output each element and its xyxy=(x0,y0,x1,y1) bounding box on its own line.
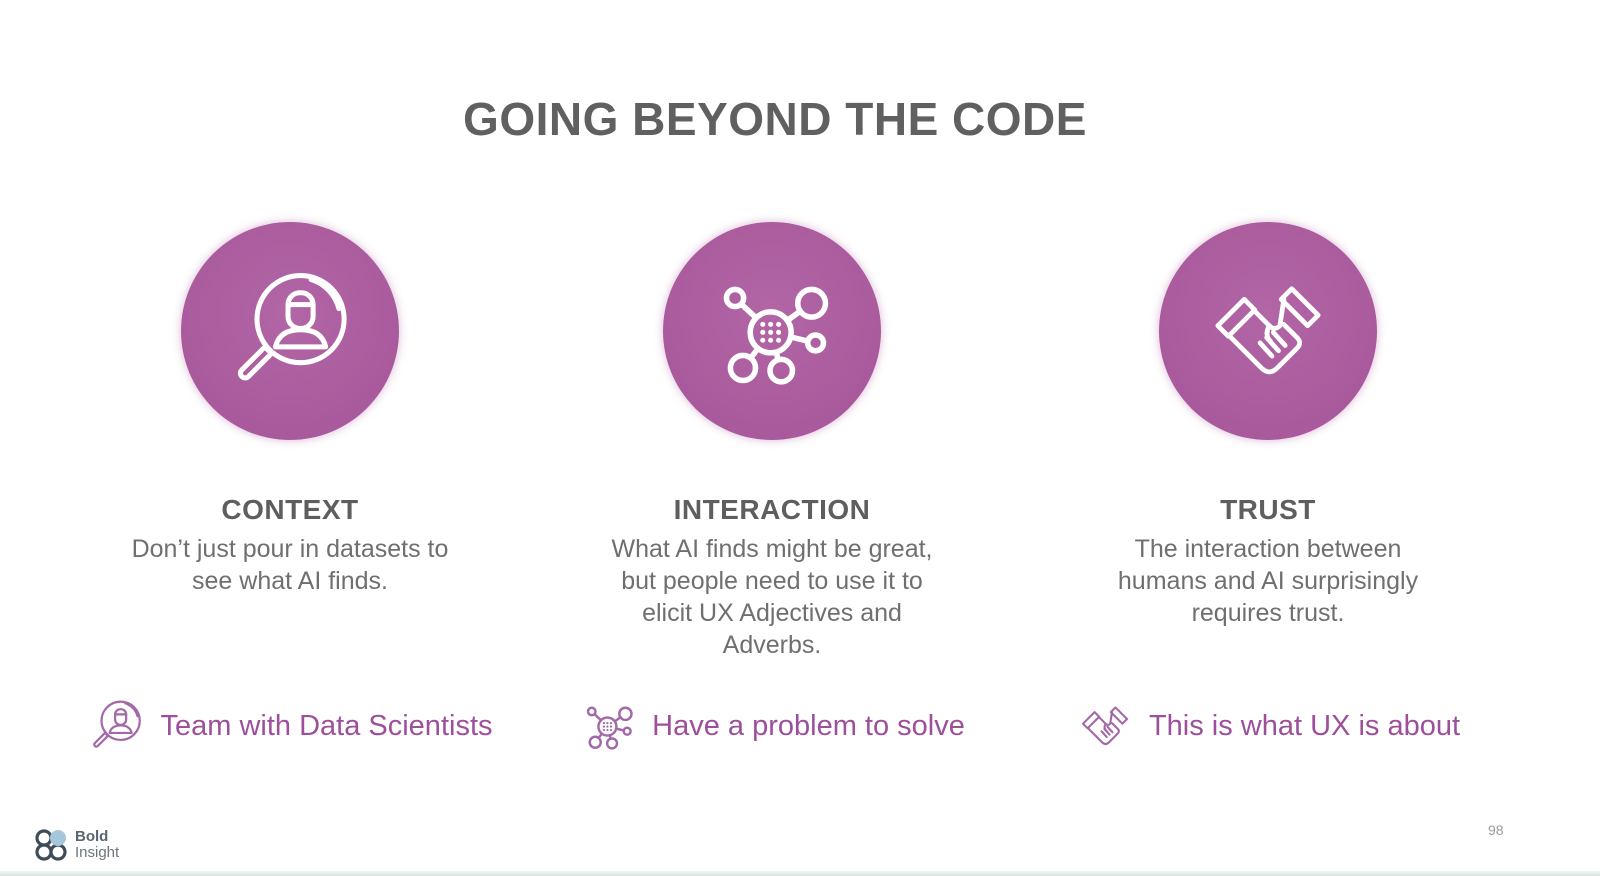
logo-text-line2: Insight xyxy=(75,844,120,861)
description-line: but people need to use it to xyxy=(621,567,923,595)
interaction-circle-badge xyxy=(663,222,881,440)
person-search-icon xyxy=(224,265,356,397)
column-heading: TRUST xyxy=(1220,494,1316,525)
column-context: CONTEXT Don’t just pour in datasets to s… xyxy=(60,222,520,597)
column-heading: CONTEXT xyxy=(221,494,359,525)
footnote-context: Team with Data Scientists xyxy=(60,693,520,759)
description-line: Don’t just pour in datasets to xyxy=(131,535,449,563)
footnote-label: This is what UX is about xyxy=(1148,709,1461,742)
page-number: 98 xyxy=(1488,822,1504,838)
description-line: requires trust. xyxy=(1191,599,1345,627)
column-interaction: INTERACTION What AI finds might be great… xyxy=(542,222,1002,661)
description-line: Adverbs. xyxy=(722,631,822,659)
context-circle-badge xyxy=(181,222,399,440)
column-description: Don’t just pour in datasets to see what … xyxy=(132,533,449,597)
description-line: elicit UX Adjectives and xyxy=(642,599,902,627)
bold-insight-logo-mark xyxy=(35,829,67,861)
logo-text-line1: Bold xyxy=(75,828,109,845)
column-description: The interaction between humans and AI su… xyxy=(1118,533,1418,629)
description-line: humans and AI surprisingly xyxy=(1117,567,1419,595)
description-line: The interaction between xyxy=(1134,535,1402,563)
description-line: What AI finds might be great, xyxy=(611,535,933,563)
bottom-progress-strip xyxy=(0,871,1600,876)
handshake-icon xyxy=(1076,697,1134,755)
footnote-trust: This is what UX is about xyxy=(1038,693,1498,759)
handshake-icon xyxy=(1202,265,1334,397)
trust-circle-badge xyxy=(1159,222,1377,440)
footnote-label: Have a problem to solve xyxy=(652,709,965,742)
footnote-label: Team with Data Scientists xyxy=(160,709,493,742)
person-search-icon xyxy=(87,697,145,755)
slide-title: GOING BEYOND THE CODE xyxy=(463,93,1087,145)
logo-text: Bold Insight xyxy=(75,829,119,861)
network-hub-icon xyxy=(706,265,838,397)
footnote-interaction: Have a problem to solve xyxy=(542,693,1002,759)
bold-insight-logo: Bold Insight xyxy=(34,827,119,863)
column-description: What AI finds might be great, but people… xyxy=(612,533,933,661)
network-hub-icon xyxy=(579,697,637,755)
description-line: see what AI finds. xyxy=(192,567,388,595)
column-trust: TRUST The interaction between humans and… xyxy=(1038,222,1498,629)
column-heading: INTERACTION xyxy=(673,494,871,525)
